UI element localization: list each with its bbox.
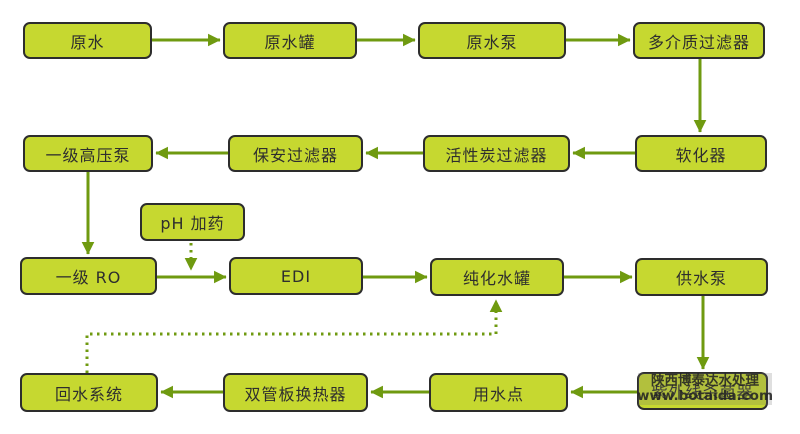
node-activated-carbon-filter: 活性炭过滤器 <box>423 135 570 172</box>
node-raw-water-tank: 原水罐 <box>223 22 357 59</box>
node-first-stage-ro: 一级 RO <box>20 257 157 295</box>
node-point-of-use: 用水点 <box>429 373 568 412</box>
node-return-water-system: 回水系统 <box>20 373 158 412</box>
node-ph-dosing: pH 加药 <box>140 203 245 241</box>
node-security-filter: 保安过滤器 <box>228 135 363 172</box>
node-supply-pump: 供水泵 <box>635 258 768 296</box>
node-purified-water-tank: 纯化水罐 <box>430 258 564 296</box>
node-raw-water: 原水 <box>23 22 152 59</box>
node-double-tube-heat-exchanger: 双管板换热器 <box>223 373 368 412</box>
node-first-high-pressure-pump: 一级高压泵 <box>23 135 153 172</box>
edge-return-to-purified-tank-dotted <box>85 299 503 373</box>
node-uv-sterilizer: 紫外线杀菌器 <box>637 372 768 410</box>
node-raw-water-pump: 原水泵 <box>418 22 566 59</box>
node-multi-media-filter: 多介质过滤器 <box>633 22 765 59</box>
node-softener: 软化器 <box>635 135 767 172</box>
node-edi: EDI <box>229 257 363 295</box>
